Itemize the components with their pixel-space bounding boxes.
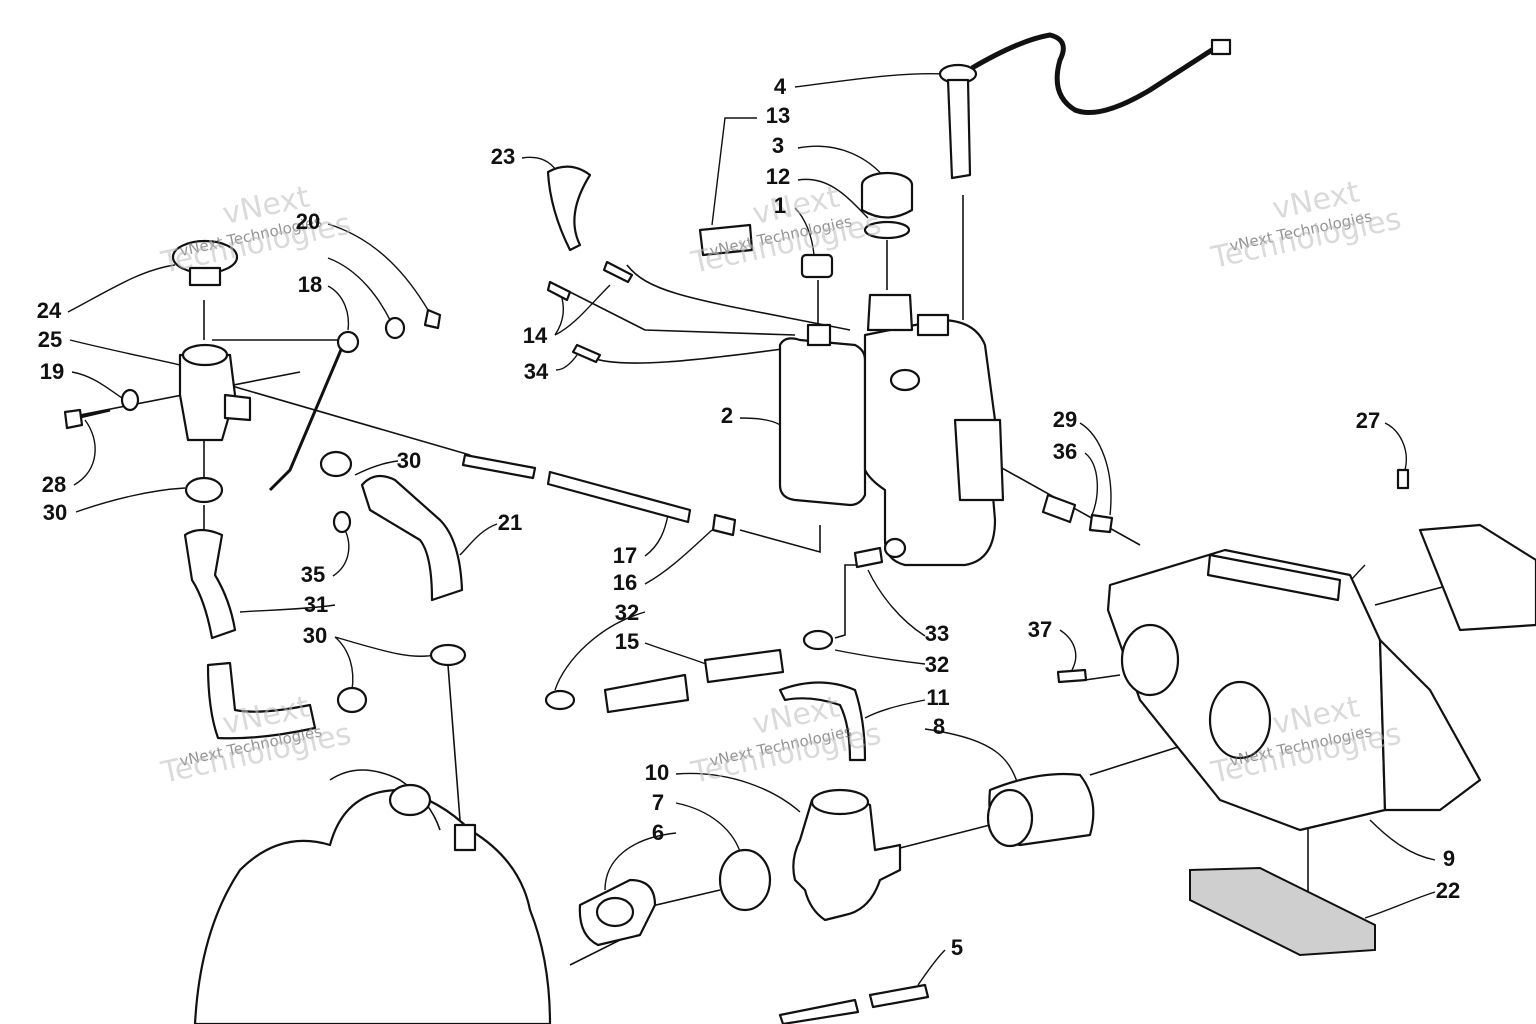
fuel-gauge-tube <box>946 78 972 180</box>
callout-c1: 1 <box>774 193 786 218</box>
coolant-hose-lower <box>206 661 317 740</box>
engine <box>193 788 552 1024</box>
fuel-tank-neck <box>866 293 914 332</box>
callout-c14: 14 <box>523 323 548 348</box>
callout-c22: 22 <box>1436 878 1460 903</box>
callout-c30a: 30 <box>397 448 421 473</box>
tank-bracket <box>953 418 1005 502</box>
callout-c7: 7 <box>652 790 664 815</box>
callout-c2: 2 <box>721 403 733 428</box>
callout-c13: 13 <box>766 103 790 128</box>
coolant-tee <box>178 353 237 442</box>
callout-c10: 10 <box>645 760 669 785</box>
callout-c32b: 32 <box>925 652 949 677</box>
callout-c37: 37 <box>1028 617 1052 642</box>
coolant-hose-21 <box>360 474 464 602</box>
callout-c30b: 30 <box>43 500 67 525</box>
callout-c15: 15 <box>615 629 639 654</box>
callout-c27: 27 <box>1356 408 1380 433</box>
callout-c6: 6 <box>652 820 664 845</box>
cap-gasket <box>863 220 911 240</box>
oil-cap <box>800 253 834 279</box>
parts <box>63 32 1536 1024</box>
callout-c19: 19 <box>40 359 64 384</box>
connector-plug <box>1210 38 1232 56</box>
callout-c20: 20 <box>296 209 320 234</box>
callout-c31: 31 <box>304 592 328 617</box>
oil-tank-cap <box>806 323 832 347</box>
callout-c3: 3 <box>772 133 784 158</box>
callout-c29: 29 <box>1053 407 1077 432</box>
oil-tank <box>778 337 867 507</box>
callout-c32a: 32 <box>615 600 639 625</box>
fuel-tank-vent <box>916 313 950 337</box>
coolant-hose-upper <box>183 528 237 640</box>
callout-c30c: 30 <box>303 623 327 648</box>
callout-c16: 16 <box>613 570 637 595</box>
callout-c33: 33 <box>925 621 949 646</box>
decal <box>698 223 754 257</box>
callout-c28: 28 <box>42 472 66 497</box>
callout-c24: 24 <box>37 298 62 323</box>
callout-c8: 8 <box>933 714 945 739</box>
callout-c35: 35 <box>301 562 325 587</box>
tank-knob <box>889 368 921 392</box>
callout-layer: 1234567891011121314151617181920212223242… <box>37 74 1460 960</box>
leader-lines <box>67 73 1451 986</box>
callout-c25: 25 <box>38 327 62 352</box>
callout-c21: 21 <box>498 510 522 535</box>
callout-c36: 36 <box>1053 439 1077 464</box>
vent-hose <box>546 165 592 252</box>
callout-c4: 4 <box>774 74 787 99</box>
callout-c9: 9 <box>1443 846 1455 871</box>
callout-c12: 12 <box>766 164 790 189</box>
callout-c5: 5 <box>951 935 963 960</box>
callout-c34: 34 <box>524 359 549 384</box>
callout-c23: 23 <box>491 144 515 169</box>
callout-c18: 18 <box>298 272 322 297</box>
callout-c17: 17 <box>613 543 637 568</box>
callout-c11: 11 <box>926 685 949 710</box>
